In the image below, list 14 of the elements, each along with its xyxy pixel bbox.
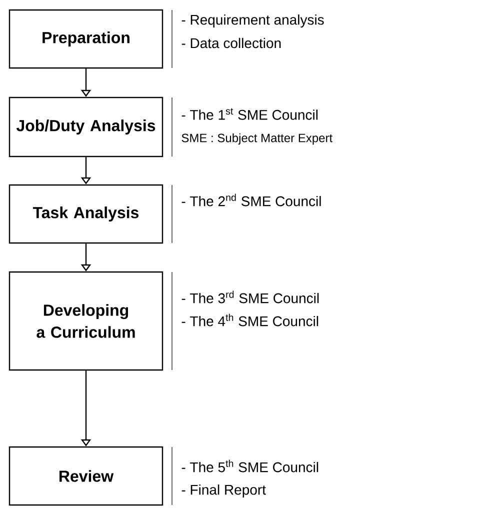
note-text: - Final Report — [182, 484, 266, 498]
process-box: Job/Duty Analysis — [8, 96, 164, 158]
note-text: - The 1$^{st}$ SME Council — [182, 108, 318, 120]
note-text: - Data collection — [182, 38, 281, 48]
note-text: - The 5$^{th}$ SME Council — [182, 460, 318, 472]
process-box: Preparation — [8, 9, 164, 69]
note-text: - The 2$^{nd}$ SME Council — [182, 194, 321, 206]
process-box: Task Analysis — [8, 184, 164, 244]
note-text: SME : Subject Matter Expert — [182, 133, 332, 145]
note-text: - The 4$^{th}$ SME Council — [182, 314, 318, 326]
note-text: - The 3$^{rd}$ SME Council — [182, 290, 319, 304]
process-box: Developing a Curriculum — [8, 271, 164, 371]
process-box: Review — [8, 446, 164, 506]
note-text: - Requirement analysis — [182, 14, 324, 28]
